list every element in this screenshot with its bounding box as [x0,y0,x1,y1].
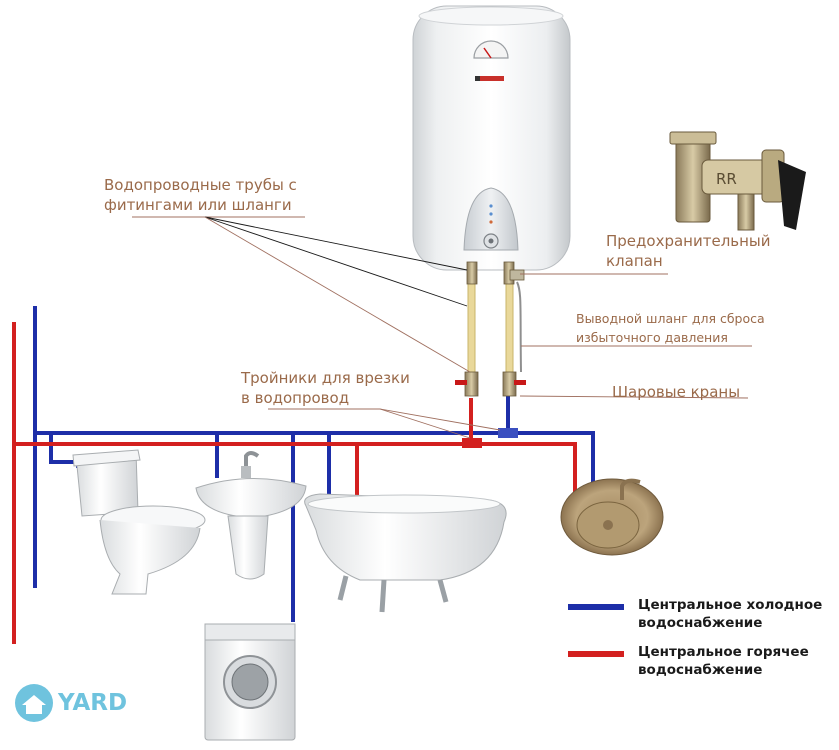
legend-hot-text: Центральное горячее водоснабжение [638,643,809,679]
ball-valve-icon [455,371,526,397]
legend-hot-line-1: Центральное горячее [638,644,809,660]
legend-hot-swatch [568,651,624,657]
washbasin-icon [195,451,307,580]
safety-valve-icon: RR [669,131,806,231]
yard-logo-icon [15,684,53,722]
watermark: YARD [14,683,127,723]
label-safety-valve-line-2: клапан [606,251,663,270]
label-tees-line-2: в водопровод [241,388,350,407]
legend-cold-swatch [568,604,624,610]
legend-cold-water: Центральное холодное водоснабжение [568,596,822,632]
label-safety-valve-line-1: Предохранительный [606,232,771,250]
water-heater-icon [412,5,571,285]
label-pipes: Водопроводные трубы с фитингами или шлан… [104,176,297,215]
label-safety-valve: Предохранительный клапан [606,232,771,271]
hot-water-pipes [12,322,577,644]
legend-cold-line-2: водоснабжение [638,615,763,632]
label-ball-valves-line-1: Шаровые краны [612,383,741,401]
cold-hose [505,281,514,373]
legend-hot-water: Центральное горячее водоснабжение [568,643,809,679]
label-drain-hose-line-2: избыточного давления [576,329,728,345]
svg-text:RR: RR [716,170,737,188]
bathtub-icon [304,493,507,613]
legend-cold-text: Центральное холодное водоснабжение [638,596,822,632]
drain-hose [516,281,522,373]
leader-lines [132,216,752,439]
washing-machine-icon [204,623,296,741]
toilet-icon [72,449,206,595]
label-tees: Тройники для врезки в водопровод [241,369,410,408]
label-pipes-line-1: Водопроводные трубы с [104,176,297,194]
label-ball-valves: Шаровые краны [612,383,740,403]
tee-fitting-icon [462,428,518,448]
legend-hot-line-2: водоснабжение [638,662,763,679]
legend-cold-line-1: Центральное холодное [638,597,823,613]
label-drain-hose-line-1: Выводной шланг для сброса [576,311,765,326]
label-pipes-line-2: фитингами или шланги [104,195,292,214]
watermark-text: YARD [58,690,128,716]
label-drain-hose: Выводной шланг для сброса избыточного да… [576,310,765,348]
kitchen-sink-icon [560,478,664,556]
hot-hose [467,281,476,373]
label-tees-line-1: Тройники для врезки [241,369,410,387]
